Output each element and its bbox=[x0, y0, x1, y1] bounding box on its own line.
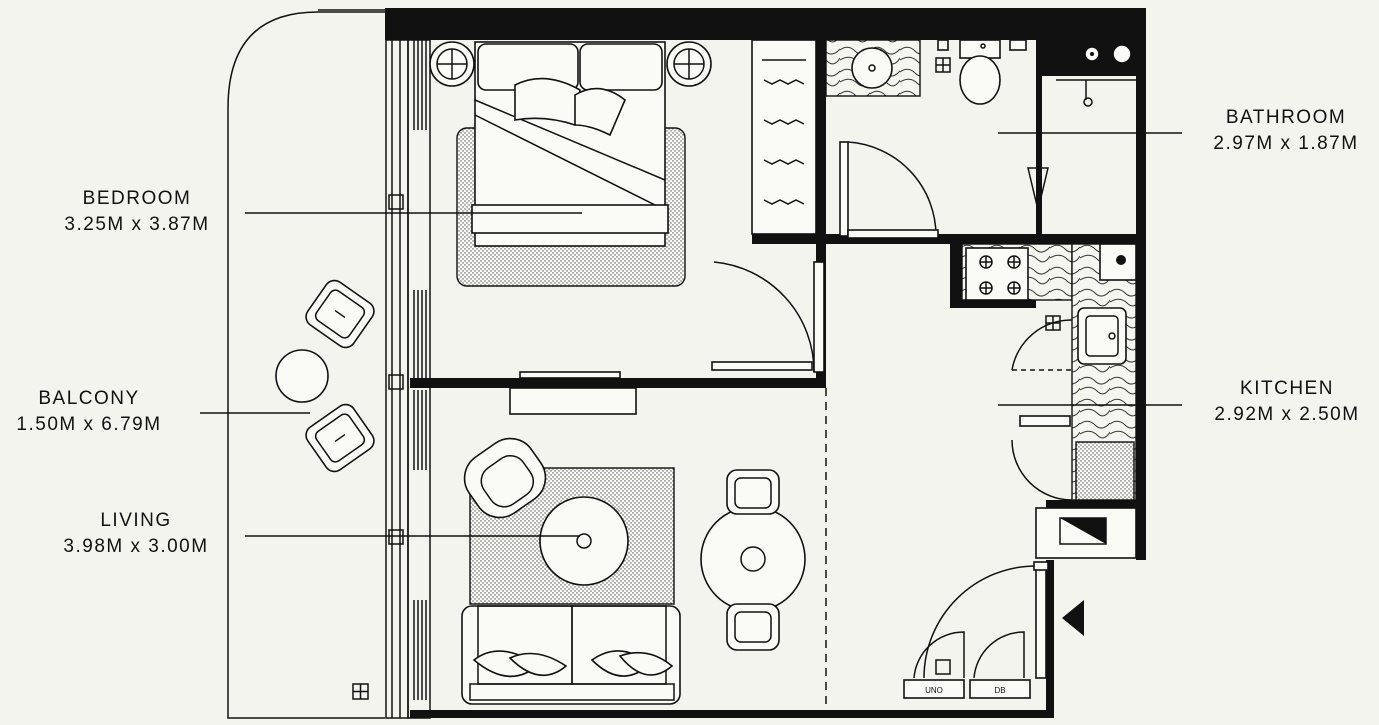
bathroom-door bbox=[839, 141, 939, 239]
uno-label: UNO bbox=[925, 686, 943, 695]
shower bbox=[1027, 44, 1136, 234]
balcony-drain-icon bbox=[352, 683, 369, 700]
fridge bbox=[1035, 507, 1137, 559]
living-furniture bbox=[461, 388, 827, 710]
entry: UNO DB bbox=[903, 561, 1084, 699]
bedroom-furniture bbox=[429, 39, 825, 415]
coffee-table bbox=[539, 496, 629, 586]
kitchen-fixtures bbox=[961, 243, 1137, 559]
toilet bbox=[959, 39, 1001, 105]
bedroom-dims: 3.25M x 3.87M bbox=[64, 214, 209, 235]
living-dims: 3.98M x 3.00M bbox=[63, 536, 208, 557]
bathroom-dims: 2.97M x 1.87M bbox=[1213, 133, 1358, 154]
balcony-chair-bottom bbox=[305, 403, 375, 473]
entry-arrow-icon bbox=[1062, 600, 1084, 636]
sofa bbox=[461, 605, 681, 705]
bathroom-fixtures bbox=[825, 39, 1136, 239]
bedroom-name: BEDROOM bbox=[83, 188, 192, 209]
kitchen-name: KITCHEN bbox=[1240, 378, 1334, 399]
nightstand-left bbox=[429, 41, 475, 87]
armchair bbox=[463, 437, 547, 519]
living-name: LIVING bbox=[100, 510, 171, 531]
balcony-table bbox=[275, 349, 329, 403]
bed bbox=[471, 41, 669, 247]
dining-chair-top bbox=[726, 469, 780, 515]
floor-drain-icon bbox=[935, 57, 951, 73]
bedroom-door bbox=[711, 261, 825, 373]
balcony-chair-top bbox=[305, 279, 375, 349]
bathroom-name: BATHROOM bbox=[1226, 107, 1346, 128]
wardrobe bbox=[751, 39, 817, 235]
db-label: DB bbox=[994, 686, 1005, 695]
leader-lines bbox=[200, 132, 1182, 537]
dining-table bbox=[700, 506, 806, 612]
kitchen-dims: 2.92M x 2.50M bbox=[1214, 404, 1359, 425]
room-labels: BEDROOM 3.25M x 3.87M BATHROOM 2.97M x 1… bbox=[16, 107, 1359, 557]
basin bbox=[851, 47, 893, 89]
balcony-name: BALCONY bbox=[38, 388, 139, 409]
tv-console bbox=[509, 387, 637, 415]
cooktop bbox=[965, 247, 1029, 301]
balcony-area bbox=[227, 9, 385, 719]
dining-chair-bottom bbox=[726, 603, 780, 651]
kitchen-sink bbox=[1077, 307, 1127, 365]
nightstand-right bbox=[666, 41, 712, 87]
balcony-dims: 1.50M x 6.79M bbox=[16, 414, 161, 435]
